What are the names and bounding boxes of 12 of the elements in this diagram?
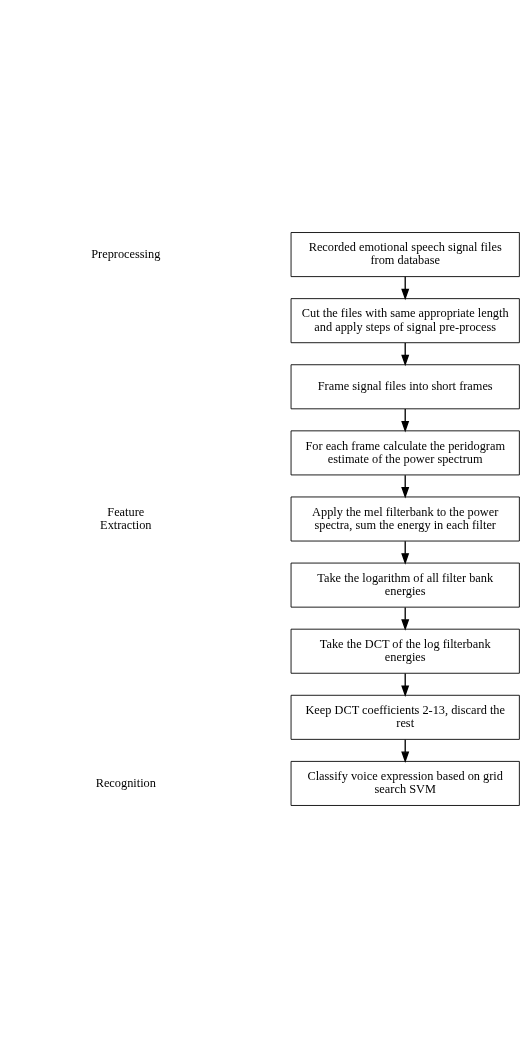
node-box: For each frame calculate the peridogram estimate of the power spectrum	[290, 430, 520, 476]
label: Feature Extraction	[100, 504, 152, 532]
node-box: Cut the files with same appropriate length and apply steps of signal pre-process	[290, 298, 520, 344]
node-box: Take the DCT of the log filterbank energies	[290, 628, 520, 674]
label: Preprocessing	[91, 246, 161, 261]
node-box: Apply the mel filterbank to the power spectra, sum the energy in each filter	[290, 496, 520, 542]
node-box: Classify voice expression based on grid search SVM	[290, 760, 520, 806]
node-box: Keep DCT coefficients 2-13, discard the rest	[290, 694, 520, 740]
node-box: Recorded emotional speech signal files from database	[290, 232, 520, 278]
label: Recognition	[95, 775, 156, 790]
node-box: Take the logarithm of all filter bank energies	[290, 562, 520, 608]
node-box: Frame signal files into short frames	[290, 364, 520, 410]
